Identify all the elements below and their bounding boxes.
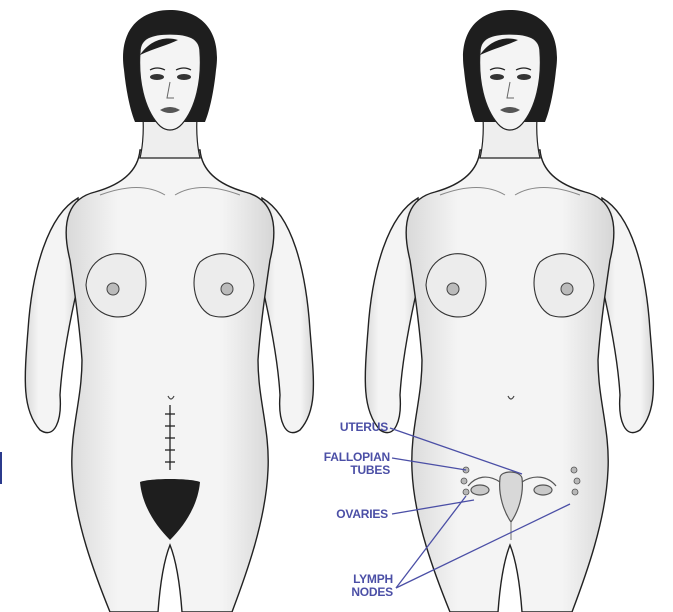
label-fallopian-line2: TUBES [324,464,390,477]
label-uterus: UTERUS [340,421,388,434]
label-ovaries: OVARIES [336,508,388,521]
figure-left [25,10,313,612]
ovary-right [534,485,552,495]
left-figure-body [66,150,274,612]
label-fallopian-tubes: FALLOPIAN TUBES [324,451,390,477]
figure-right [365,10,653,612]
label-lymph-nodes: LYMPH NODES [351,573,393,599]
label-lymph-line2: NODES [351,586,393,599]
right-figure-body [406,150,614,612]
ovary-left [471,485,489,495]
